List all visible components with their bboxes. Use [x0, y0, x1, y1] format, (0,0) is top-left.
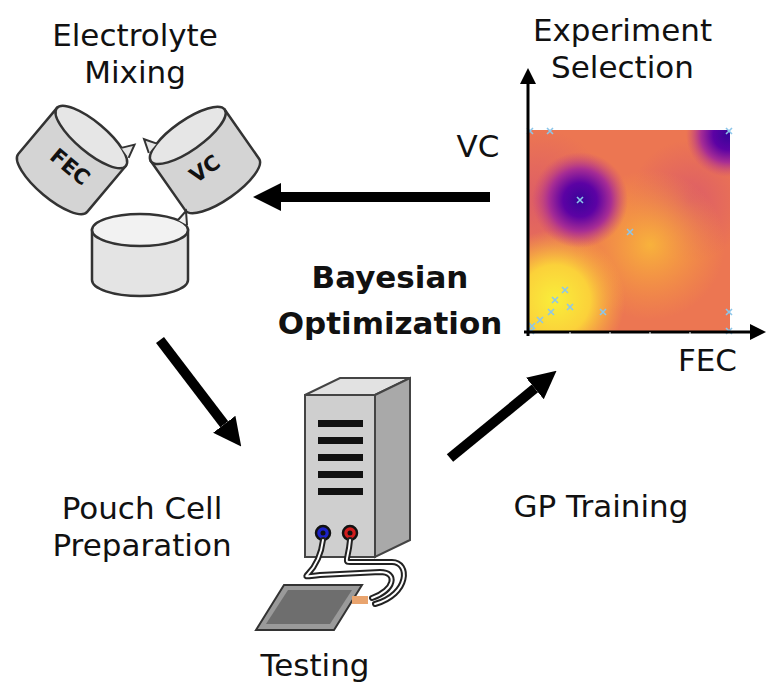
plot-axes	[520, 68, 766, 340]
beaker	[92, 211, 188, 296]
axis-label: FEC	[665, 342, 750, 379]
heatmap	[528, 130, 730, 332]
stage-group: Experiment Selection	[490, 10, 755, 372]
sample-marker	[537, 317, 543, 323]
pouch-cell	[256, 585, 368, 630]
beaker	[9, 91, 140, 223]
sample-marker	[577, 197, 583, 203]
sample-marker	[726, 128, 732, 134]
beaker	[138, 92, 267, 223]
step-label: GP Training	[470, 488, 732, 525]
sample-marker	[562, 287, 568, 293]
battery-cycler	[305, 378, 410, 557]
flow-arrow	[450, 388, 535, 458]
beaker-label: FEC	[35, 135, 104, 198]
sample-markers	[527, 128, 732, 334]
sample-marker	[552, 297, 558, 303]
step-label: Pouch Cell Preparation	[22, 490, 262, 564]
stage-group: Electrolyte MixingFEC VC	[15, 15, 255, 340]
sample-marker	[547, 128, 553, 134]
stage-heading: Testing	[240, 647, 390, 684]
sample-marker	[627, 229, 633, 235]
beaker-label: VC	[174, 142, 237, 196]
flow-arrow	[281, 192, 490, 202]
stage-group: Testing	[240, 385, 450, 690]
stage-heading: Experiment Selection	[495, 12, 750, 86]
sample-marker	[548, 309, 554, 315]
stage-heading: Electrolyte Mixing	[25, 17, 245, 91]
flow-arrow	[160, 340, 224, 424]
sample-marker	[726, 309, 732, 315]
center-title: Bayesian Optimization	[258, 254, 522, 346]
sample-marker	[600, 309, 606, 315]
axis-label: VC	[448, 128, 508, 165]
sample-marker	[567, 304, 573, 310]
